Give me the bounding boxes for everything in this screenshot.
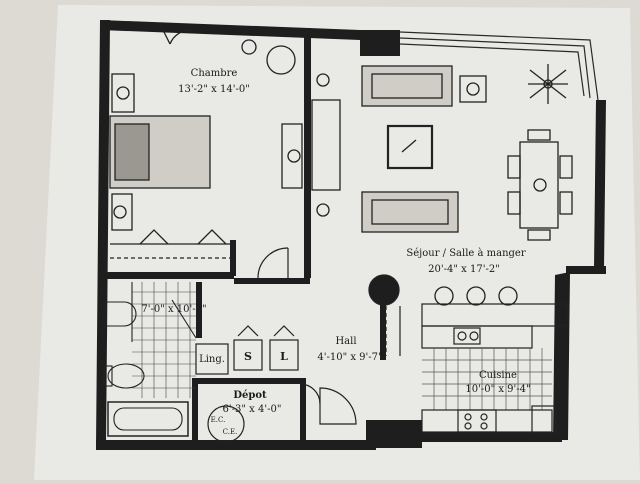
- window-band: [399, 31, 599, 101]
- room-name-cuisine: Cuisine: [479, 370, 517, 381]
- room-dims-depot: 6'-3" x 4'-0": [223, 404, 282, 415]
- toilet: [107, 363, 145, 389]
- stove: [457, 409, 497, 433]
- room-name-depot: Dépot: [233, 390, 267, 401]
- laundry-fixtures: [195, 247, 401, 443]
- washer-label: S: [244, 350, 252, 363]
- room-name-chambre: Chambre: [191, 68, 238, 79]
- room-dims-hall: 4'-10" x 9'-7": [317, 352, 382, 363]
- exterior-walls: [96, 20, 606, 450]
- room-name-hall: Hall: [335, 336, 356, 347]
- interior-walls: [100, 28, 386, 446]
- plant-icon: [528, 64, 568, 104]
- dryer-label: L: [280, 350, 288, 363]
- column: [368, 274, 400, 306]
- water-heater-label-2: C.E.: [223, 428, 238, 436]
- room-dims-chambre: 13'-2" x 14'-0": [178, 84, 250, 95]
- room-dims-cuisine: 10'-0" x 9'-4": [465, 384, 530, 395]
- paper-sheet: [34, 5, 640, 480]
- bedroom-furniture: [109, 23, 303, 259]
- dresser: [281, 123, 303, 189]
- living-furniture: [311, 64, 573, 306]
- room-dims-bath: 7'-0" x 10'-7": [141, 304, 206, 315]
- kitchen-fixtures: [421, 303, 569, 435]
- dining-table: [519, 141, 559, 229]
- nightstand: [111, 73, 135, 113]
- sink: [453, 327, 481, 345]
- bathroom-fixtures: [103, 282, 197, 437]
- coffee-table: [386, 124, 434, 170]
- linen-label: Ling.: [199, 354, 225, 365]
- linen-closet: [195, 343, 229, 375]
- sink: [105, 301, 137, 327]
- room-dims-sejour: 20'-4" x 17'-2": [428, 264, 500, 275]
- room-name-sejour: Séjour / Salle à manger: [406, 248, 525, 259]
- fridge: [531, 405, 557, 435]
- washer: [233, 339, 263, 371]
- water-heater: [207, 405, 245, 443]
- bathtub: [107, 401, 189, 437]
- nightstand: [111, 193, 133, 231]
- sofa: [361, 65, 453, 107]
- dryer: [269, 339, 299, 371]
- sofa: [361, 191, 459, 233]
- water-heater-label-1: E.C.: [211, 416, 226, 424]
